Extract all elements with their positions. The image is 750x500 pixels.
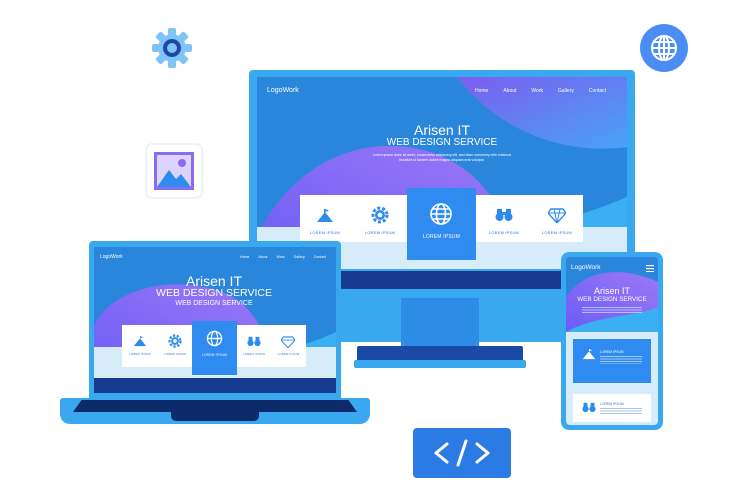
card-label: LOREM IPSUM bbox=[277, 352, 300, 356]
card-label: LOREM IPSUM bbox=[309, 230, 341, 235]
laptop-logo[interactable]: LogoWork bbox=[100, 254, 123, 260]
nav-work[interactable]: Work bbox=[276, 255, 285, 259]
laptop-subtitle-echo: WEB DESIGN SERVICE bbox=[175, 300, 253, 307]
hamburger-menu-icon[interactable] bbox=[646, 265, 654, 272]
phone-card[interactable]: LOREM IPSUM bbox=[573, 394, 651, 422]
desktop-body: Lorem ipsum dolor sit amet, consectetur … bbox=[372, 153, 512, 163]
nav-contact[interactable]: Contact bbox=[313, 255, 326, 259]
card-label: LOREM IPSUM bbox=[164, 352, 186, 356]
mountain-icon bbox=[582, 349, 596, 360]
desktop-nav: Home About Work Gallery Contact bbox=[475, 88, 606, 94]
laptop-card-active[interactable]: LOREM IPSUM bbox=[192, 321, 237, 375]
card-label: LOREM IPSUM bbox=[541, 230, 573, 235]
card-label: LOREM IPSUM bbox=[488, 230, 520, 235]
nav-gallery[interactable]: Gallery bbox=[558, 88, 574, 94]
laptop-card[interactable]: LOREM IPSUM bbox=[122, 325, 158, 367]
gear-icon bbox=[371, 206, 389, 224]
image-icon bbox=[145, 143, 203, 199]
mountain-icon bbox=[133, 336, 147, 347]
desktop-card[interactable]: LOREM IPSUM bbox=[532, 195, 582, 242]
globe-icon bbox=[640, 24, 688, 72]
laptop-nav: Home About Work Gallery Contact bbox=[240, 255, 326, 259]
phone-logo[interactable]: LogoWork bbox=[571, 264, 601, 271]
laptop-card[interactable]: LOREM IPSUM bbox=[271, 325, 306, 367]
laptop-subtitle: WEB DESIGN SERVICE bbox=[156, 287, 272, 299]
globe-icon bbox=[430, 203, 452, 225]
nav-about[interactable]: About bbox=[503, 88, 517, 94]
laptop-card[interactable]: LOREM IPSUM bbox=[158, 325, 192, 367]
desktop-card[interactable]: LOREM IPSUM bbox=[479, 195, 529, 242]
phone-card-active[interactable]: LOREM IPSUM bbox=[573, 339, 651, 383]
phone-subtitle: WEB DESIGN SERVICE bbox=[577, 296, 647, 303]
laptop-title: Arisen IT bbox=[185, 273, 242, 289]
desktop-card[interactable]: LOREM IPSUM bbox=[300, 195, 350, 242]
nav-home[interactable]: Home bbox=[240, 255, 250, 259]
gear-icon bbox=[168, 334, 182, 348]
phone-screen: LogoWork Arisen IT WEB DESIGN SERVICE LO… bbox=[566, 257, 658, 425]
desktop-title: Arisen IT bbox=[413, 122, 470, 138]
globe-icon bbox=[206, 330, 223, 347]
card-label: LOREM IPSUM bbox=[201, 353, 228, 357]
nav-gallery[interactable]: Gallery bbox=[293, 255, 305, 259]
phone-title: Arisen IT bbox=[593, 286, 630, 296]
diamond-icon bbox=[281, 336, 295, 348]
monitor-screen: LogoWork Home About Work Gallery Contact… bbox=[257, 77, 627, 269]
desktop-card[interactable]: LOREM IPSUM bbox=[355, 195, 405, 242]
card-label: LOREM IPSUM bbox=[422, 234, 461, 240]
laptop-trackpad-notch bbox=[171, 412, 259, 421]
nav-about[interactable]: About bbox=[258, 255, 268, 259]
card-label: LOREM IPSUM bbox=[600, 350, 624, 354]
nav-home[interactable]: Home bbox=[475, 88, 489, 94]
laptop-screen: LogoWork Home About Work Gallery Contact… bbox=[94, 247, 336, 393]
gear-icon bbox=[152, 28, 192, 68]
mountain-icon bbox=[317, 209, 333, 222]
card-label: LOREM IPSUM bbox=[364, 230, 396, 235]
laptop-keyboard-well bbox=[73, 400, 357, 412]
diamond-icon bbox=[548, 208, 566, 223]
card-label: LOREM IPSUM bbox=[243, 352, 265, 356]
monitor-neck bbox=[401, 298, 479, 354]
desktop-subtitle: WEB DESIGN SERVICE bbox=[386, 137, 498, 148]
laptop-card[interactable]: LOREM IPSUM bbox=[237, 325, 271, 367]
desktop-logo[interactable]: LogoWork bbox=[267, 87, 299, 94]
card-label: LOREM IPSUM bbox=[129, 352, 151, 356]
binoculars-icon bbox=[582, 402, 596, 413]
nav-work[interactable]: Work bbox=[531, 88, 543, 94]
nav-contact[interactable]: Contact bbox=[588, 88, 607, 94]
monitor-bezel-bottom bbox=[257, 271, 627, 289]
card-label: LOREM IPSUM bbox=[600, 402, 624, 406]
desktop-card-active[interactable]: LOREM IPSUM bbox=[407, 188, 476, 265]
binoculars-icon bbox=[247, 336, 261, 347]
code-icon bbox=[434, 439, 490, 467]
binoculars-icon bbox=[495, 209, 513, 221]
